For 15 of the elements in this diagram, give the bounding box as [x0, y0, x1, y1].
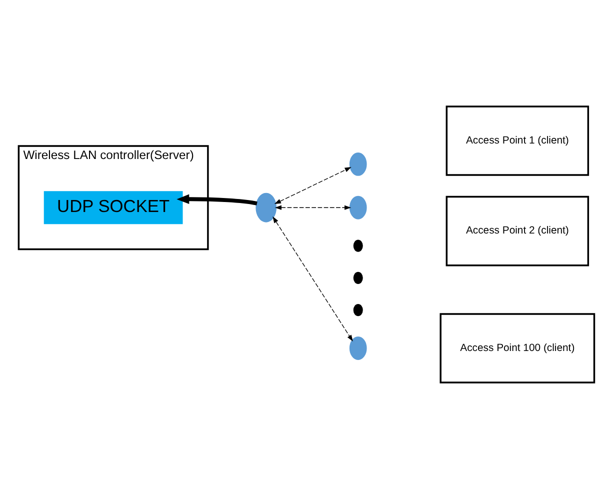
arrow — [272, 216, 353, 342]
arrow — [274, 166, 352, 204]
node-box: Access Point 1 (client) — [446, 105, 590, 176]
node-box: UDP SOCKET — [44, 190, 183, 224]
node-circle — [349, 336, 367, 360]
node-box: Access Point 100 (client) — [440, 312, 596, 383]
arrow — [176, 194, 258, 205]
node-circle — [349, 152, 367, 176]
node-circle — [353, 271, 363, 284]
node-box: Access Point 2 (client) — [446, 195, 590, 266]
node-circle — [349, 195, 367, 219]
node-circle — [353, 303, 363, 316]
node-circle — [353, 239, 363, 252]
node-circle — [256, 192, 277, 222]
arrow — [274, 204, 352, 210]
